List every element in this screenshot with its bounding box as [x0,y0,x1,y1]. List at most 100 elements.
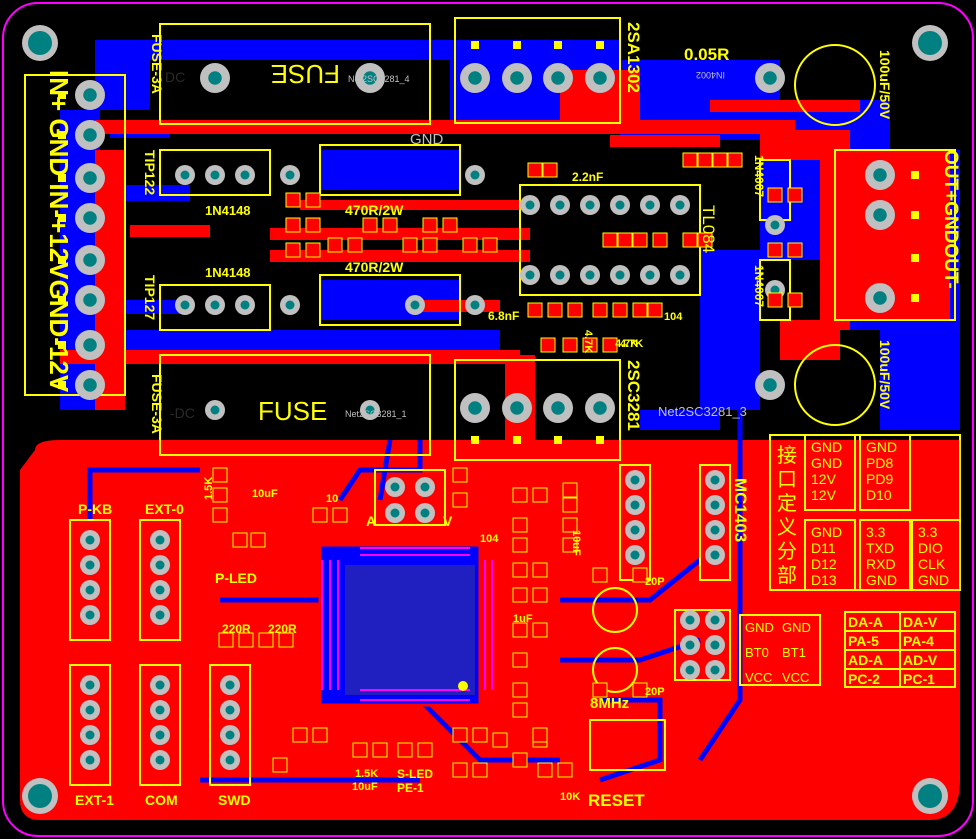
ext-0-label: EXT-0 [145,501,184,517]
pad [460,393,490,423]
pad [150,555,170,575]
shunt-label: 0.05R [684,45,729,64]
pad [80,605,100,625]
smd-pad [232,532,248,548]
smd-pad [602,337,618,353]
crystal-label: 8MHz [590,695,629,712]
pad [550,195,570,215]
interface-title-char: 接 [777,443,797,467]
smd-pad [382,217,398,233]
smd-pad [562,497,578,513]
pin1-marker [58,256,66,264]
resistor-220-b-label: 220R [268,622,297,636]
resistor-47k-b-label: 4.7K [620,338,643,350]
pad [220,725,240,745]
boot-cell: BT1 [782,645,806,660]
signal-cell: AD-V [903,652,938,668]
cap-10-label: 10 [326,493,338,505]
cap-104-label: 104 [664,311,683,323]
smd-pad [238,632,254,648]
interface-cell: GND [866,439,897,455]
interface-cell: GND [918,572,949,588]
cap-20p-a-label: 20P [645,576,665,588]
pin-a-label: A [366,513,376,529]
power-resistor-2-label: 470R/2W [345,259,404,275]
smd-pad [305,217,321,233]
pad [705,495,725,515]
smd-pad [347,237,363,253]
pin1-marker [58,214,66,222]
tip122-label: TIP122 [142,150,158,195]
pad [502,63,532,93]
smd-pad [422,237,438,253]
interface-cell: D10 [866,487,892,503]
pad [75,285,105,315]
input-connector-label: IN+ GND IN-+12VGND-12V [44,70,74,393]
pin-v-label: V [443,513,453,529]
pad [585,393,615,423]
boot-cell: VCC [782,670,809,685]
smd-pad [352,742,368,758]
fuse-top-side-label: FUSE-3A [149,34,165,94]
pad [385,503,405,523]
smd-pad [787,187,803,203]
smd-pad [372,742,388,758]
smd-pad [602,232,618,248]
smd-pad [532,562,548,578]
smd-pad [285,217,301,233]
mounting-holes [22,25,948,814]
smd-pad [362,217,378,233]
pad [80,555,100,575]
interface-cell: PD8 [866,455,893,471]
pad [205,295,225,315]
signal-cell: PC-2 [848,671,880,687]
pad [625,520,645,540]
smd-pad [285,242,301,258]
interface-cell: RXD [866,556,896,572]
pad [625,495,645,515]
smd-pad [592,567,608,583]
smd-pad [512,487,528,503]
smd-pad [532,622,548,638]
smd-pad [452,727,468,743]
pin1-marker [58,381,66,389]
smd-pad [612,302,628,318]
smd-pad [512,682,528,698]
interface-cell: GND [811,439,842,455]
smd-pad [482,237,498,253]
resistor-15k-b-label: 1.5K [355,768,378,780]
smd-pad [632,567,648,583]
ext-1-label: EXT-1 [75,792,114,808]
smd-pad [250,532,266,548]
smd-pad [452,492,468,508]
resistor-10k-label: 10K [560,791,580,803]
pad [80,530,100,550]
interface-cell: 3.3 [866,524,886,540]
smd-pad [397,742,413,758]
smd-pad [472,727,488,743]
pad [755,63,785,93]
smd-pad [452,762,468,778]
interface-cell: PD9 [866,471,893,487]
smd-pad [787,242,803,258]
pin1-marker [911,211,919,219]
pad [705,545,725,565]
smd-pad [562,517,578,533]
smd-pad [697,152,713,168]
diode-1n4007-a-label: 1N4007 [752,155,766,197]
pe1-label: PE-1 [397,781,424,795]
pin1-marker [58,174,66,182]
pad [610,195,630,215]
pad [205,165,225,185]
cap-10u-c-label: 10uF [570,530,582,556]
diode-2-label: 1N4148 [205,265,251,280]
pad [80,700,100,720]
pad [670,265,690,285]
pad [520,195,540,215]
net-top-label: Net2SC3281_4 [348,74,410,84]
smd-pad [532,487,548,503]
smd-pad [212,507,228,523]
smd-pad [567,302,583,318]
pin1-marker [911,254,919,262]
